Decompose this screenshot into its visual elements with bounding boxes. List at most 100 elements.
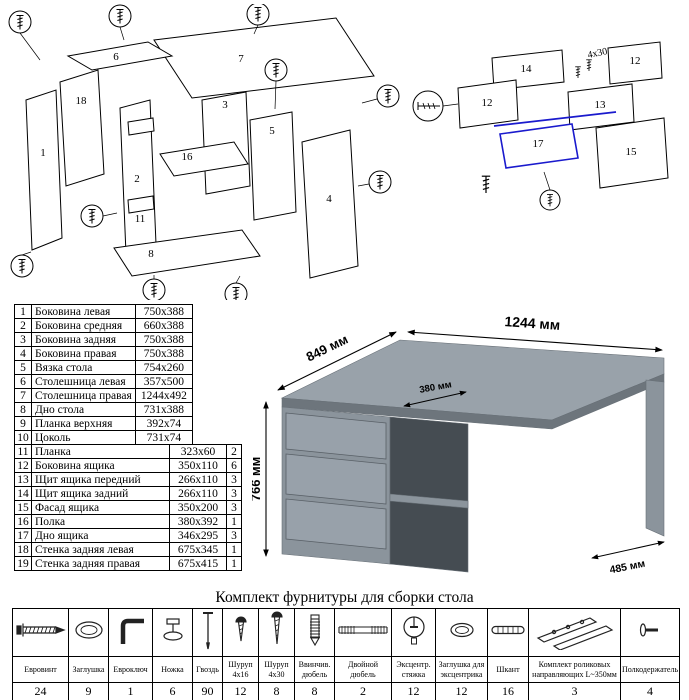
desk-niche-shelf [389, 493, 469, 509]
drawer-back-panel-14 [491, 49, 565, 91]
cap-icon [74, 621, 103, 639]
part-name: Стенка задняя левая [31, 542, 170, 557]
hw-cell [619, 608, 681, 657]
hw-cell [258, 608, 295, 657]
part-size: 346x295 [169, 528, 227, 543]
hw-cell [528, 608, 621, 657]
part-qty: 3 [226, 472, 242, 487]
screw-4x30-icon [270, 611, 283, 645]
hw-cell [487, 608, 529, 657]
svg-text:766 мм: 766 мм [252, 457, 263, 502]
part-size: 750x388 [134, 346, 193, 361]
hw-item-label: Евровинт [12, 656, 69, 683]
hw-cell [222, 608, 259, 657]
hw-item-qty: 12 [435, 682, 488, 700]
hw-cell [435, 608, 488, 657]
fastener-callout [412, 90, 444, 122]
fastener-callouts [8, 4, 400, 300]
wood-dowel-icon [491, 625, 525, 635]
plank-11a [127, 117, 155, 136]
fastener-callout [8, 10, 32, 34]
drawer-part-labels: 14 12 12 13 17 15 4x30 [482, 46, 641, 158]
part-name: Фасад ящика [31, 500, 170, 515]
panel-back-5 [249, 111, 297, 221]
hw-item-qty: 90 [192, 682, 223, 700]
fastener-callout [246, 4, 270, 26]
part-qty: 1 [226, 514, 242, 529]
panel-back-left-18 [59, 69, 105, 187]
part-number: 7 [14, 388, 32, 403]
part-number: 6 [14, 374, 32, 389]
part-name: Дно стола [31, 402, 136, 417]
drawer-bottom-groove-highlight [493, 111, 617, 127]
part-size: 350x110 [169, 458, 227, 473]
part-name: Боковина задняя [31, 332, 136, 347]
part-number: 9 [14, 416, 32, 431]
part-number: 14 [14, 486, 32, 501]
part-number: 4 [14, 346, 32, 361]
drawer-side-panel-12-right [607, 41, 663, 85]
part-number: 3 [14, 332, 32, 347]
fastener-callout [264, 58, 288, 82]
screw-in-dowel-icon [309, 614, 320, 647]
part-name: Щит ящика передний [31, 472, 170, 487]
fastener-callout [368, 170, 392, 194]
confirmat-screw-icon [15, 623, 66, 637]
cam-cap-icon [449, 622, 474, 638]
panel-top-right-7 [153, 17, 375, 99]
hw-item-label: Эксцентр. стяжка [391, 656, 436, 683]
part-label-7: 7 [238, 53, 244, 65]
hw-item-qty: 4 [619, 682, 681, 700]
hardware-qty-row: 24 9 1 6 90 12 8 8 2 12 12 16 3 4 [12, 682, 681, 700]
part-size: 660x388 [134, 318, 193, 333]
part-number: 15 [14, 500, 32, 515]
hw-item-label: Шкант [487, 656, 529, 683]
part-name: Столешница правая [31, 388, 136, 403]
hw-item-qty: 12 [391, 682, 436, 700]
hw-item-label: Евроключ [108, 656, 153, 683]
dimension-485: 485 мм [591, 540, 665, 576]
part-size: 675x345 [169, 542, 227, 557]
part-number: 17 [14, 528, 32, 543]
part-name: Боковина ящика [31, 458, 170, 473]
drawer-facade-15 [595, 117, 669, 189]
hw-cell [108, 608, 153, 657]
shelf-pin-icon [639, 623, 659, 637]
part-name: Вязка стола [31, 360, 136, 375]
hw-item-label: Шуруп 4x16 [222, 656, 259, 683]
desk-niche-interior [389, 416, 469, 573]
fastener-callout [142, 278, 166, 300]
desk-render: 849 мм 1244 мм 766 мм 380 мм 485 мм [252, 313, 665, 576]
hw-item-qty: 6 [152, 682, 193, 700]
svg-text:1244 мм: 1244 мм [504, 313, 561, 333]
leg-icon [162, 618, 183, 641]
hw-item-label: Гвоздь [192, 656, 223, 683]
part-qty: 3 [226, 486, 242, 501]
part-label-13: 13 [595, 99, 607, 111]
part-label-4: 4 [326, 193, 332, 205]
hw-item-qty: 1 [108, 682, 153, 700]
dimension-1244: 1244 мм [407, 313, 663, 353]
bottom-8 [113, 229, 261, 277]
part-name: Столешница левая [31, 374, 136, 389]
part-label-12-left: 12 [482, 97, 493, 109]
shelf-16 [159, 141, 249, 177]
panel-top-left-6 [66, 41, 174, 71]
part-size: 380x392 [169, 514, 227, 529]
hardware-kit-title: Комплект фурнитуры для сборки стола [215, 589, 474, 606]
part-size: 357x500 [134, 374, 193, 389]
hw-item-qty: 9 [68, 682, 109, 700]
part-number: 18 [14, 542, 32, 557]
fastener-callout [376, 84, 400, 108]
part-size: 350x200 [169, 500, 227, 515]
part-name: Боковина левая [31, 304, 136, 319]
part-label-3: 3 [222, 99, 228, 111]
part-name: Полка [31, 514, 170, 529]
